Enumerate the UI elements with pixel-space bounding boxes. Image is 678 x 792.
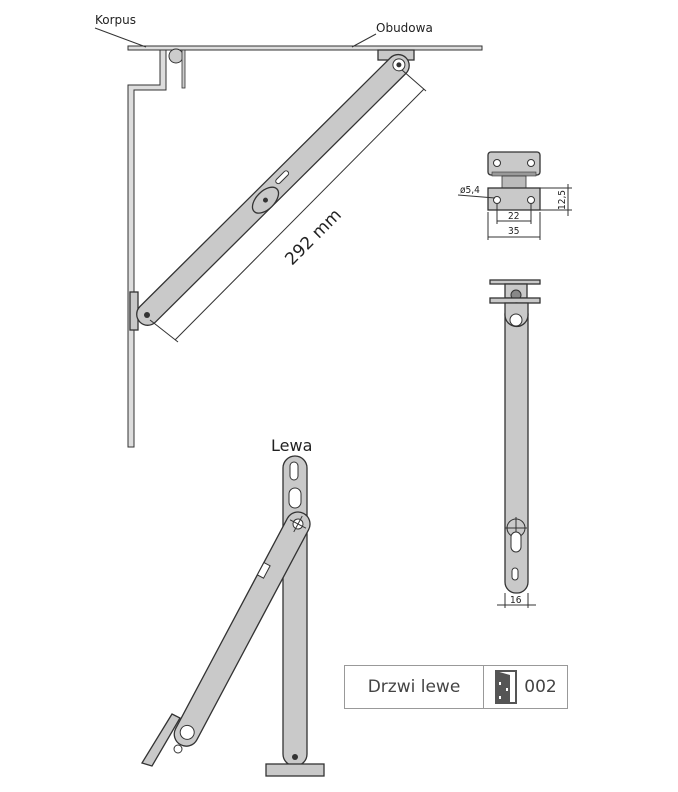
cabinet-top-panel xyxy=(127,45,483,51)
korpus-leader xyxy=(94,27,147,48)
bracket-height-label: 12,5 xyxy=(557,190,568,210)
bracket-width-label: 35 xyxy=(508,226,519,237)
length-dimension-line xyxy=(174,88,425,341)
side-view: 16 xyxy=(489,279,541,608)
legend-name: Drzwi lewe xyxy=(345,666,484,708)
length-label: 292 mm xyxy=(281,205,345,269)
arm-width-label: 16 xyxy=(510,595,522,606)
hole-diameter-label: ø5,4 xyxy=(460,185,480,196)
legend-code: 002 xyxy=(524,677,557,697)
left-stay-view: Lewa xyxy=(141,436,325,777)
lewa-label: Lewa xyxy=(271,436,312,455)
cabinet-side-panel xyxy=(127,49,167,448)
bracket-detail: ø5,4 22 35 12,5 xyxy=(457,151,572,240)
obudowa-label: Obudowa xyxy=(376,21,433,35)
korpus-label: Korpus xyxy=(95,13,136,27)
hinge xyxy=(168,48,184,64)
legend-box: Drzwi lewe 002 xyxy=(344,665,568,709)
door-open-icon xyxy=(495,670,518,704)
hole-spacing-label: 22 xyxy=(508,211,519,222)
installed-view: Korpus Obudowa 292 mm xyxy=(94,13,483,448)
stay-arm xyxy=(136,53,410,326)
